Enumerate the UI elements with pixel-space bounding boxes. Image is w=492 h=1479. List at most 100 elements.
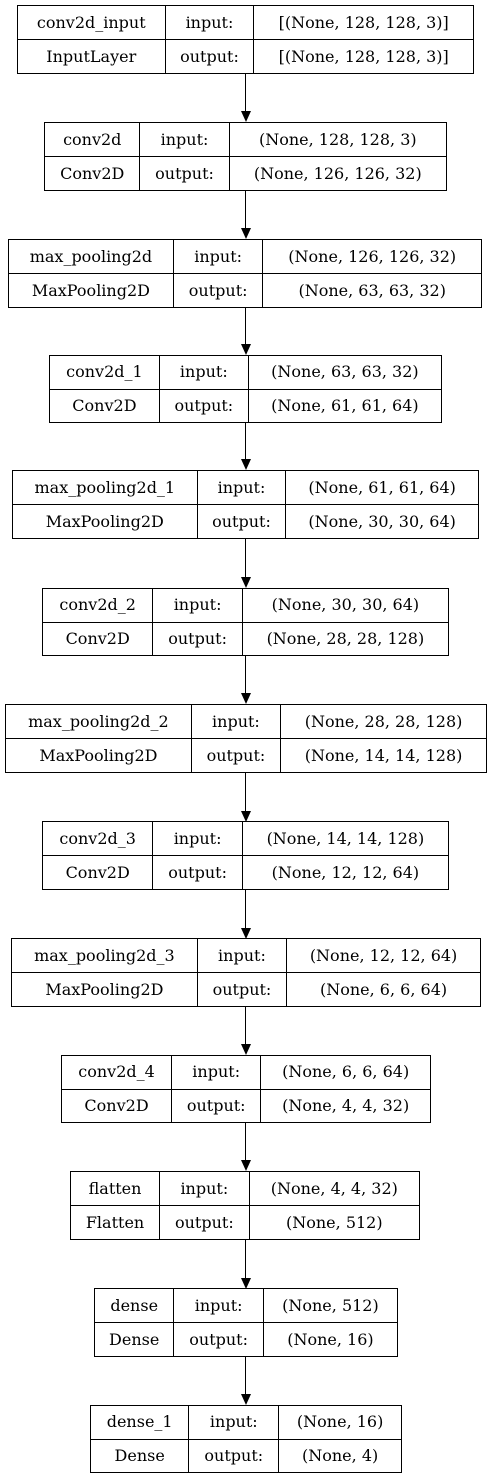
layer-type: Conv2D xyxy=(43,621,154,655)
input-label: input: xyxy=(171,1056,262,1090)
arrowhead xyxy=(241,1160,251,1171)
layer-type: Conv2D xyxy=(43,855,154,889)
output-shape: (None, 512) xyxy=(248,1205,419,1239)
layer-name: max_pooling2d xyxy=(9,240,174,274)
output-shape: (None, 14, 14, 128) xyxy=(280,738,486,772)
input-label: input: xyxy=(139,123,230,157)
input-label: input: xyxy=(173,1289,264,1323)
output-label: output: xyxy=(190,738,282,772)
output-shape: (None, 126, 126, 32) xyxy=(228,156,446,190)
layer-name: conv2d_input xyxy=(18,6,166,40)
layer-node-max-pooling2d-2: max_pooling2d_2 input: (None, 28, 28, 12… xyxy=(5,704,487,773)
input-label: input: xyxy=(152,822,243,856)
input-shape: (None, 30, 30, 64) xyxy=(241,589,448,623)
layer-name: dense xyxy=(95,1289,175,1323)
input-shape: [(None, 128, 128, 3)] xyxy=(253,6,473,40)
arrowhead xyxy=(241,811,251,822)
layer-name: dense_1 xyxy=(91,1406,190,1440)
input-shape: (None, 14, 14, 128) xyxy=(241,822,448,856)
output-label: output: xyxy=(196,504,287,538)
input-shape: (None, 126, 126, 32) xyxy=(262,240,481,274)
output-label: output: xyxy=(139,156,230,190)
input-label: input: xyxy=(152,589,243,623)
output-label: output: xyxy=(159,1205,250,1239)
input-label: input: xyxy=(188,1406,280,1440)
edge-arrow xyxy=(245,74,246,112)
layer-type: MaxPooling2D xyxy=(9,273,174,307)
layer-node-conv2d-input: conv2d_input input: [(None, 128, 128, 3)… xyxy=(17,5,474,74)
layer-node-dense-1: dense_1 input: (None, 16) Dense output: … xyxy=(90,1405,402,1473)
output-label: output: xyxy=(171,1088,262,1122)
output-label: output: xyxy=(152,621,243,655)
output-shape: [(None, 128, 128, 3)] xyxy=(253,39,473,73)
output-label: output: xyxy=(173,1322,264,1356)
input-label: input: xyxy=(159,1172,250,1206)
edge-arrow xyxy=(245,656,246,694)
arrowhead xyxy=(241,228,251,239)
input-label: input: xyxy=(164,6,255,40)
layer-type: Flatten xyxy=(71,1205,161,1239)
layer-node-flatten: flatten input: (None, 4, 4, 32) Flatten … xyxy=(70,1171,420,1240)
layer-name: conv2d_1 xyxy=(50,356,160,390)
output-shape: (None, 6, 6, 64) xyxy=(286,972,480,1006)
edge-arrow xyxy=(245,1123,246,1161)
arrowhead xyxy=(241,577,251,588)
layer-name: conv2d_3 xyxy=(43,822,154,856)
arrowhead xyxy=(241,111,251,122)
input-shape: (None, 4, 4, 32) xyxy=(248,1172,419,1206)
layer-node-conv2d-1: conv2d_1 input: (None, 63, 63, 32) Conv2… xyxy=(49,355,442,423)
edge-arrow xyxy=(245,1007,246,1045)
layer-type: MaxPooling2D xyxy=(12,972,198,1006)
edge-arrow xyxy=(245,1357,246,1395)
output-label: output: xyxy=(152,855,243,889)
input-shape: (None, 63, 63, 32) xyxy=(247,356,441,390)
output-shape: (None, 63, 63, 32) xyxy=(262,273,481,307)
edge-arrow xyxy=(245,773,246,812)
arrowhead xyxy=(241,928,251,939)
input-label: input: xyxy=(196,471,287,505)
layer-type: Dense xyxy=(95,1322,175,1356)
layer-node-conv2d-3: conv2d_3 input: (None, 14, 14, 128) Conv… xyxy=(42,821,449,890)
output-shape: (None, 12, 12, 64) xyxy=(241,855,448,889)
output-label: output: xyxy=(158,388,249,422)
layer-type: Conv2D xyxy=(50,388,160,422)
input-label: input: xyxy=(172,240,264,274)
layer-name: conv2d_2 xyxy=(43,589,154,623)
layer-node-conv2d: conv2d input: (None, 128, 128, 3) Conv2D… xyxy=(44,122,447,191)
output-label: output: xyxy=(196,972,288,1006)
output-shape: (None, 16) xyxy=(262,1322,397,1356)
layer-type: MaxPooling2D xyxy=(13,504,198,538)
arrowhead xyxy=(241,459,251,470)
input-shape: (None, 6, 6, 64) xyxy=(260,1056,430,1090)
layer-type: MaxPooling2D xyxy=(6,738,192,772)
layer-name: conv2d_4 xyxy=(62,1056,173,1090)
output-shape: (None, 30, 30, 64) xyxy=(285,504,478,538)
output-shape: (None, 4, 4, 32) xyxy=(260,1088,430,1122)
output-label: output: xyxy=(188,1438,280,1472)
layer-type: InputLayer xyxy=(18,39,166,73)
layer-type: Conv2D xyxy=(45,156,141,190)
layer-node-dense: dense input: (None, 512) Dense output: (… xyxy=(94,1288,398,1357)
layer-node-conv2d-2: conv2d_2 input: (None, 30, 30, 64) Conv2… xyxy=(42,588,449,656)
layer-node-conv2d-4: conv2d_4 input: (None, 6, 6, 64) Conv2D … xyxy=(61,1055,431,1123)
output-shape: (None, 4) xyxy=(278,1438,401,1472)
layer-type: Dense xyxy=(91,1438,190,1472)
input-label: input: xyxy=(196,939,288,973)
arrowhead xyxy=(241,1394,251,1405)
edge-arrow xyxy=(245,308,246,345)
edge-arrow xyxy=(245,539,246,578)
layer-name: flatten xyxy=(71,1172,161,1206)
layer-name: max_pooling2d_3 xyxy=(12,939,198,973)
arrowhead xyxy=(241,693,251,704)
layer-node-max-pooling2d: max_pooling2d input: (None, 126, 126, 32… xyxy=(8,239,482,308)
layer-name: max_pooling2d_2 xyxy=(6,705,192,739)
layer-name: max_pooling2d_1 xyxy=(13,471,198,505)
output-label: output: xyxy=(164,39,255,73)
input-label: input: xyxy=(158,356,249,390)
input-shape: (None, 512) xyxy=(262,1289,397,1323)
input-label: input: xyxy=(190,705,282,739)
layer-node-max-pooling2d-1: max_pooling2d_1 input: (None, 61, 61, 64… xyxy=(12,470,479,539)
edge-arrow xyxy=(245,890,246,929)
arrowhead xyxy=(241,1278,251,1289)
input-shape: (None, 61, 61, 64) xyxy=(285,471,478,505)
